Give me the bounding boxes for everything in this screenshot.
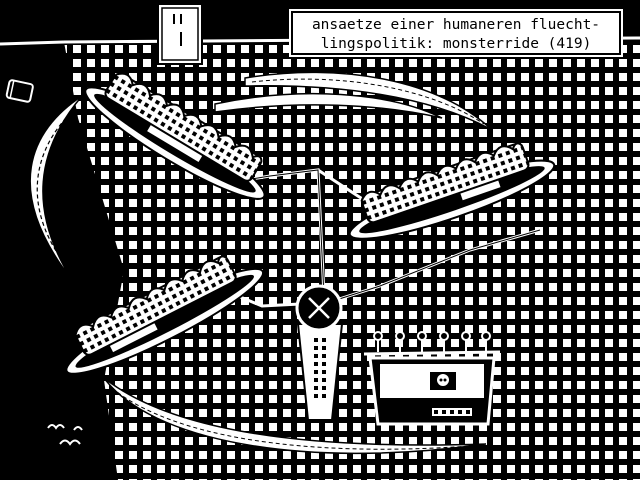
ride-pillar (296, 323, 344, 421)
x-mark-icon (295, 284, 343, 332)
ride-arm-1 (84, 72, 266, 200)
skull-icon (430, 372, 456, 390)
door (157, 3, 203, 65)
swoosh-left (29, 95, 83, 281)
ride-arm-2 (348, 142, 556, 240)
ride-arm-3 (65, 255, 265, 375)
title-line-1: ansaetze einer humaneren fluecht- (311, 17, 601, 33)
birds (47, 424, 83, 446)
swoosh-bottom (103, 377, 487, 455)
swoosh-top (214, 71, 493, 131)
title-line-2: lingspolitik: monsterride (419) (320, 36, 592, 52)
trash-can (5, 79, 34, 103)
title-box: ansaetze einer humaneren fluecht- lingsp… (291, 11, 621, 55)
